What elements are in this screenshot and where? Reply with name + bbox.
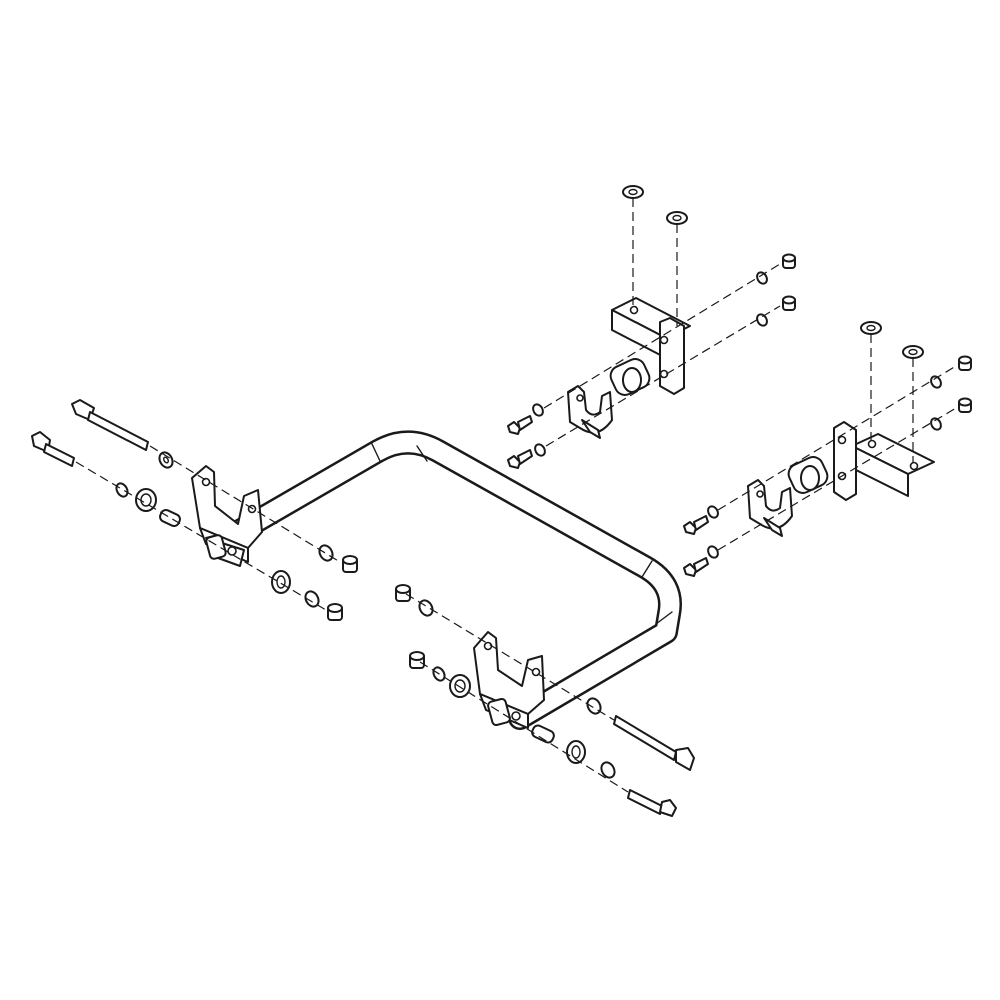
flat-washer-right-mount-2 — [930, 417, 942, 431]
sway-bar-clamp-upper — [567, 385, 613, 439]
flat-washer-upper-1 — [756, 271, 768, 285]
bushing-upper — [609, 358, 651, 396]
flat-washer-upper-2 — [756, 313, 768, 327]
carriage-bolt-left — [31, 431, 75, 467]
lock-nut-left-2 — [327, 603, 343, 621]
flat-washer-right-3 — [586, 697, 602, 715]
frame-mount-bracket-upper — [611, 297, 691, 395]
lock-nut-left-1 — [342, 555, 358, 573]
frame-bolt-washer-right-2 — [902, 345, 924, 359]
hex-bolt-right-mount-1 — [683, 515, 709, 535]
flat-washer-upper-4 — [534, 443, 546, 457]
flat-washer-right-mount-3 — [707, 505, 719, 519]
flat-washer-left-3 — [318, 544, 334, 562]
flat-washer-right-1 — [418, 599, 434, 617]
sway-bar-end-bracket-left — [191, 465, 263, 567]
bushing-right-1 — [449, 674, 471, 698]
spacer-sleeve-left — [159, 508, 181, 528]
carriage-bolt-right — [627, 789, 677, 817]
lock-nut-right-1 — [395, 584, 411, 602]
flat-washer-left-4 — [304, 590, 320, 608]
frame-bolt-washer-upper-1 — [622, 185, 644, 199]
flat-washer-left-2 — [115, 482, 129, 498]
lock-nut-right-2 — [409, 651, 425, 669]
hex-bolt-upper-2 — [507, 449, 533, 469]
flat-washer-upper-3 — [532, 403, 544, 417]
frame-mount-bracket-right — [833, 421, 935, 501]
hex-bolt-right-long — [613, 715, 695, 771]
sway-bar-clamp-right — [747, 479, 793, 537]
lock-nut-right-mount-2 — [958, 397, 972, 413]
spacer-sleeve-right — [531, 724, 555, 744]
flat-washer-left-1 — [158, 451, 174, 469]
sway-bar — [226, 430, 682, 730]
flat-washer-right-mount-4 — [707, 545, 719, 559]
hex-bolt-upper-1 — [507, 415, 533, 435]
bushing-right-mount — [787, 456, 829, 494]
frame-bolt-washer-upper-2 — [666, 211, 688, 225]
frame-bolt-washer-right-1 — [860, 321, 882, 335]
flat-washer-right-4 — [600, 761, 616, 779]
sway-bar-end-bracket-right — [473, 631, 545, 729]
lock-nut-right-mount-1 — [958, 355, 972, 371]
bushing-left-2 — [271, 570, 291, 594]
hex-bolt-right-mount-2 — [683, 557, 709, 577]
lock-nut-upper-1 — [782, 253, 796, 269]
lock-nut-upper-2 — [782, 295, 796, 311]
flat-washer-right-mount-1 — [930, 375, 942, 389]
hex-bolt-left-long — [71, 399, 149, 451]
bushing-right-2 — [566, 740, 586, 764]
